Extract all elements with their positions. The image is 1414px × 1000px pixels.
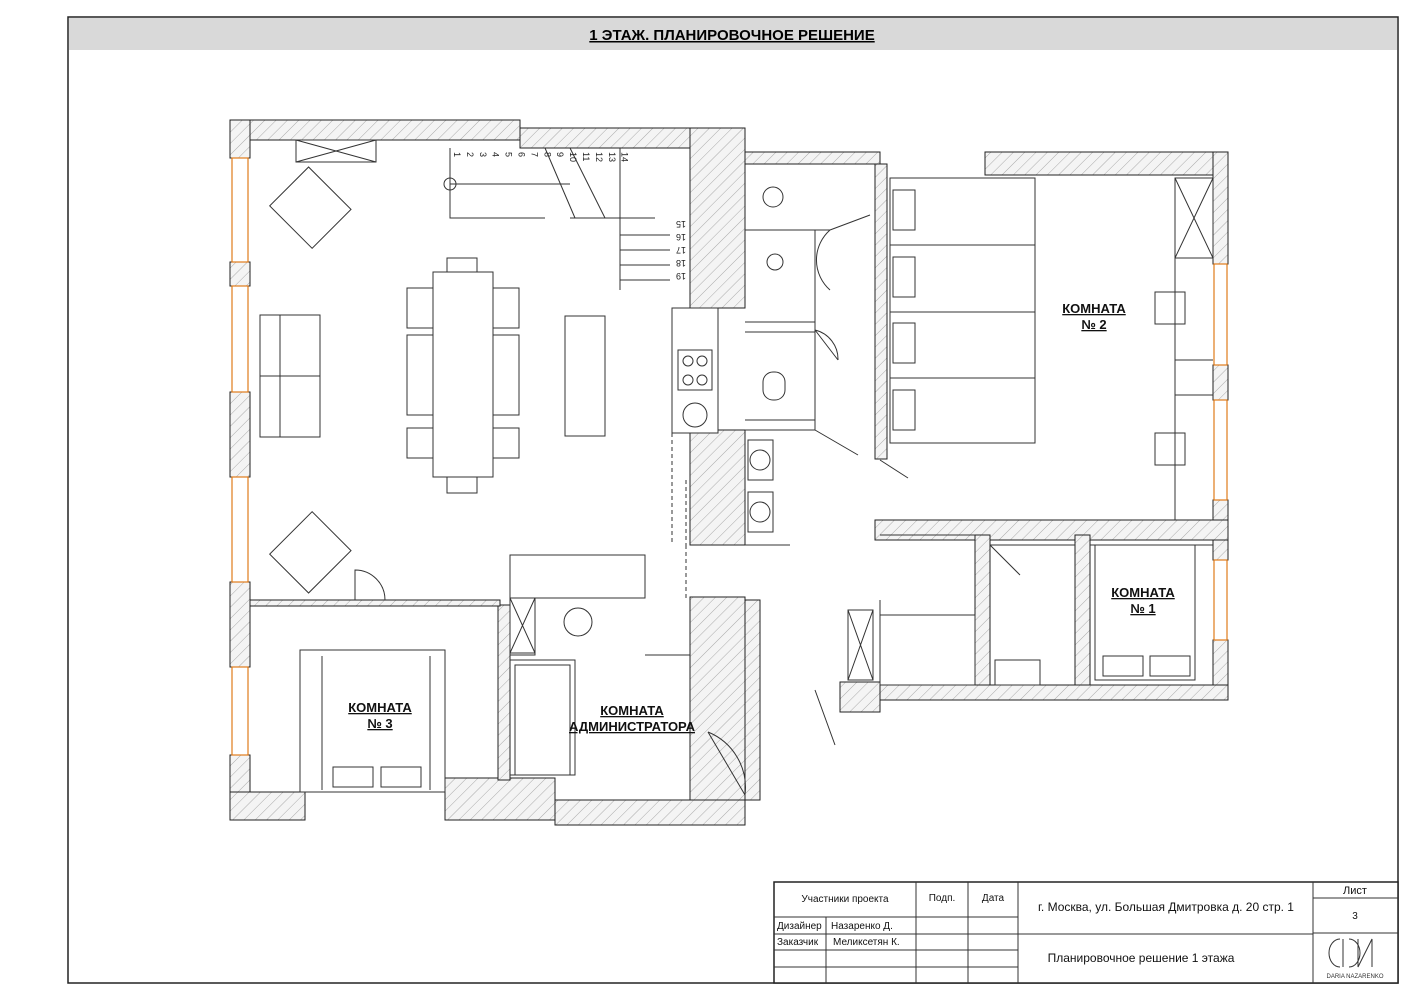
title-block: Участники проекта Подп. Дата Дизайнер На… <box>773 881 1399 984</box>
svg-text:КОМНАТА: КОМНАТА <box>348 700 412 715</box>
stair-step-number: 19 <box>676 271 686 281</box>
stair-step-number: 18 <box>676 258 686 268</box>
svg-text:АДМИНИСТРАТОРА: АДМИНИСТРАТОРА <box>569 719 696 734</box>
console <box>564 315 606 437</box>
title-bar <box>69 18 1397 50</box>
room-2-furniture <box>889 177 1214 520</box>
armchair-bottom <box>268 510 352 594</box>
date-header: Дата <box>982 893 1005 904</box>
svg-text:КОМНАТА: КОМНАТА <box>1062 301 1126 316</box>
windows <box>231 157 1228 756</box>
client-name: Меликсетян К. <box>833 937 900 948</box>
stair-step-number: 12 <box>594 152 604 162</box>
stair-step-number: 15 <box>676 219 686 229</box>
stair-step-number: 8 <box>542 152 552 157</box>
stair-step-number: 6 <box>517 152 527 157</box>
logo: DARIA NAZARENKO <box>1326 938 1384 980</box>
address: г. Москва, ул. Большая Дмитровка д. 20 с… <box>1038 900 1294 914</box>
stair-step-number: 9 <box>555 152 565 157</box>
stair-step-number: 13 <box>607 152 617 162</box>
participants-header: Участники проекта <box>801 894 889 905</box>
svg-text:КОМНАТА: КОМНАТА <box>600 703 664 718</box>
stair-step-number: 1 <box>452 152 462 157</box>
stair-step-number: 3 <box>478 152 488 157</box>
svg-text:№ 3: № 3 <box>367 716 392 731</box>
stair-step-number: 7 <box>529 152 539 157</box>
stair-step-number: 14 <box>620 152 630 162</box>
dining-table <box>432 271 494 478</box>
bedroom-furniture <box>332 544 1196 788</box>
stair-step-number: 16 <box>676 232 686 242</box>
svg-text:№ 2: № 2 <box>1081 317 1106 332</box>
svg-text:DARIA NAZARENKO: DARIA NAZARENKO <box>1326 974 1383 980</box>
partitions <box>299 229 1213 793</box>
doors <box>354 214 1021 796</box>
room-label-1: КОМНАТА № 1 <box>1111 585 1175 616</box>
sheet-label: Лист <box>1343 885 1367 897</box>
stair-step-number: 11 <box>581 152 591 161</box>
room-label-admin: КОМНАТА АДМИНИСТРАТОРА <box>569 703 696 734</box>
page-title: 1 ЭТАЖ. ПЛАНИРОВОЧНОЕ РЕШЕНИЕ <box>589 27 874 44</box>
person-at-desk <box>563 607 593 637</box>
designer-role: Дизайнер <box>777 921 822 932</box>
sign-header: Подп. <box>929 893 956 904</box>
walls <box>229 119 1229 826</box>
svg-text:№ 1: № 1 <box>1130 601 1155 616</box>
stair-step-number: 17 <box>676 245 686 255</box>
room-label-2: КОМНАТА № 2 <box>1062 301 1126 332</box>
drawing-name: Планировочное решение 1 этажа <box>1048 951 1235 965</box>
stair-step-number: 4 <box>491 152 501 157</box>
room-label-3: КОМНАТА № 3 <box>348 700 412 731</box>
bathroom-fixtures <box>509 186 976 776</box>
designer-name: Назаренко Д. <box>831 921 893 932</box>
sheet-number: 3 <box>1352 911 1358 922</box>
client-role: Заказчик <box>777 937 819 948</box>
living-dining-furniture <box>259 139 719 598</box>
stair-step-number: 5 <box>504 152 514 157</box>
stair-step-number: 10 <box>568 152 578 162</box>
stair-step-number: 2 <box>465 152 475 157</box>
armchair-top <box>268 166 352 250</box>
svg-text:КОМНАТА: КОМНАТА <box>1111 585 1175 600</box>
